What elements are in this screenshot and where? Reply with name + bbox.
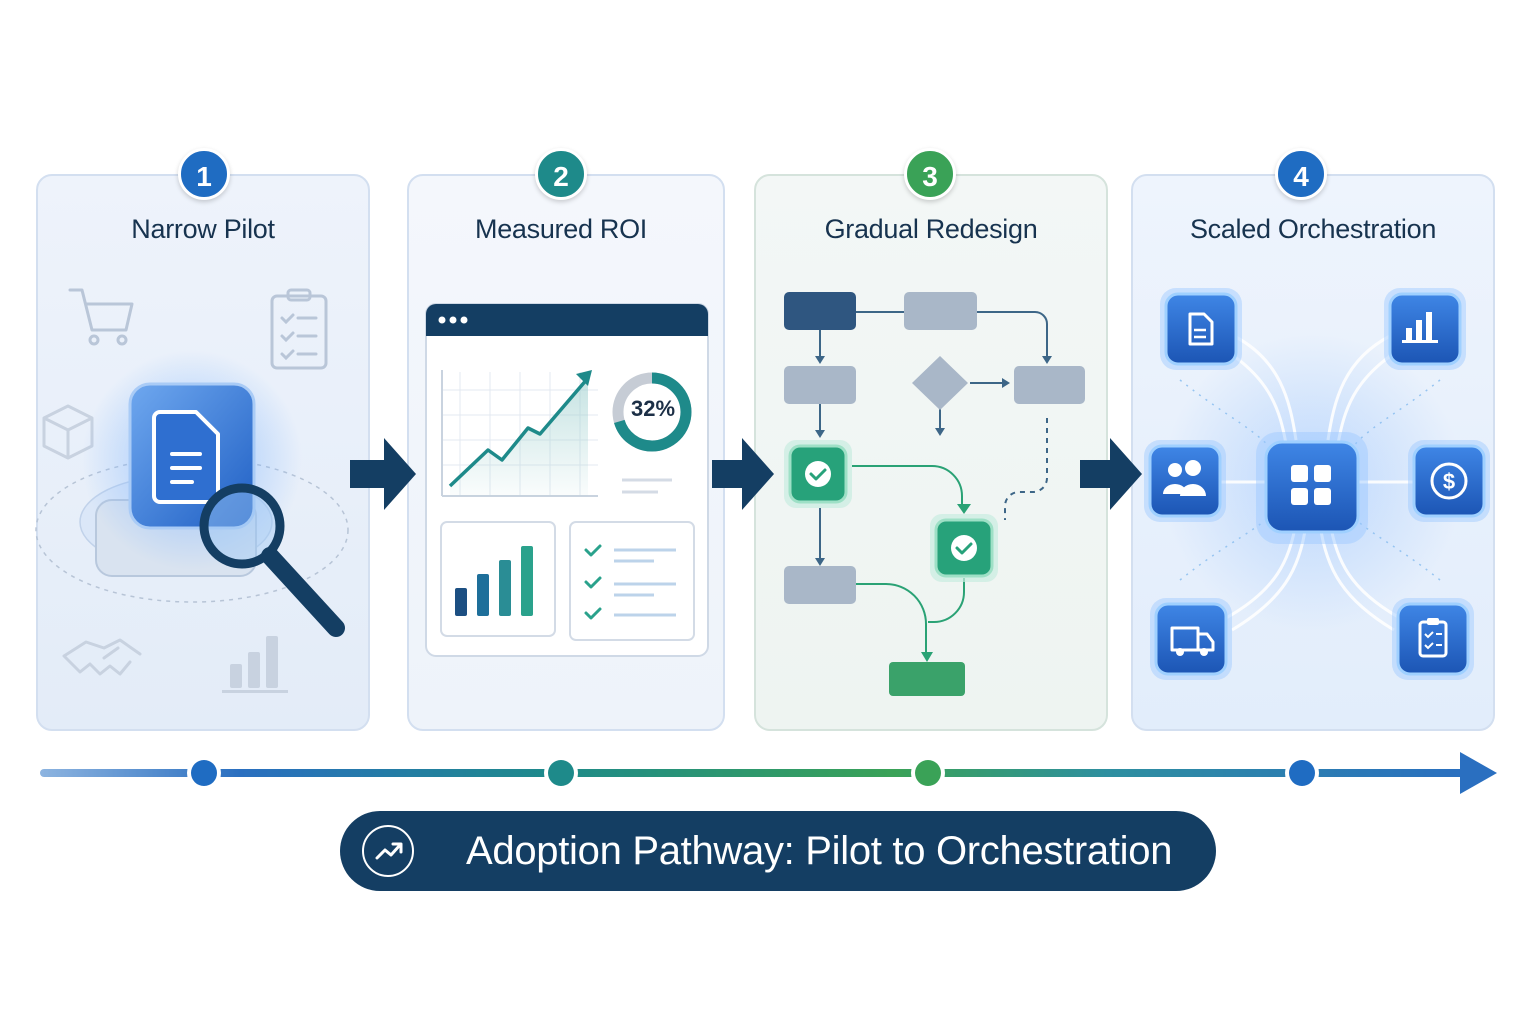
handshake-icon [62, 638, 142, 676]
step-badge-3: 3 [904, 148, 956, 200]
bar-chart-icon [222, 636, 288, 693]
orchestration-network: $ [1144, 288, 1490, 680]
step-title-2: Measured ROI [475, 214, 647, 244]
scope-ring [35, 457, 349, 603]
line-chart [441, 370, 598, 497]
hub-grid-icon [1256, 432, 1368, 544]
svg-text:$: $ [1443, 469, 1455, 494]
check-node-1 [784, 440, 852, 508]
clipboard-icon [1392, 598, 1474, 680]
magnifier-icon [199, 483, 345, 637]
check-node-2 [930, 514, 998, 582]
step-badge-1: 1 [178, 148, 230, 200]
workflow-diagram [784, 292, 1085, 696]
clipboard-icon [270, 288, 328, 370]
shopping-cart-icon [68, 288, 134, 346]
truck-icon [1150, 598, 1232, 680]
users-icon [1144, 440, 1226, 522]
checklist-card [569, 521, 695, 641]
step-title-1: Narrow Pilot [131, 214, 275, 244]
step-arrow-2-3 [712, 438, 774, 510]
banner-title: Adoption Pathway: Pilot to Orchestration [466, 829, 1173, 873]
step-arrow-1-2 [350, 438, 416, 510]
step-badge-4: 4 [1275, 148, 1327, 200]
document-icon [1160, 288, 1242, 370]
roi-value: 32% [630, 396, 676, 421]
adoption-pathway-banner: Adoption Pathway: Pilot to Orchestration [340, 811, 1216, 891]
bar-chart-card [440, 521, 556, 637]
step-title-4: Scaled Orchestration [1189, 214, 1437, 244]
step-badge-2: 2 [535, 148, 587, 200]
dollar-icon: $ [1408, 440, 1490, 522]
step-title-3: Gradual Redesign [824, 214, 1038, 244]
bar-chart-icon [1384, 288, 1466, 370]
step-arrow-3-4 [1080, 438, 1142, 510]
roi-donut [612, 372, 692, 494]
timeline [40, 752, 1497, 794]
trending-up-icon [362, 825, 414, 877]
